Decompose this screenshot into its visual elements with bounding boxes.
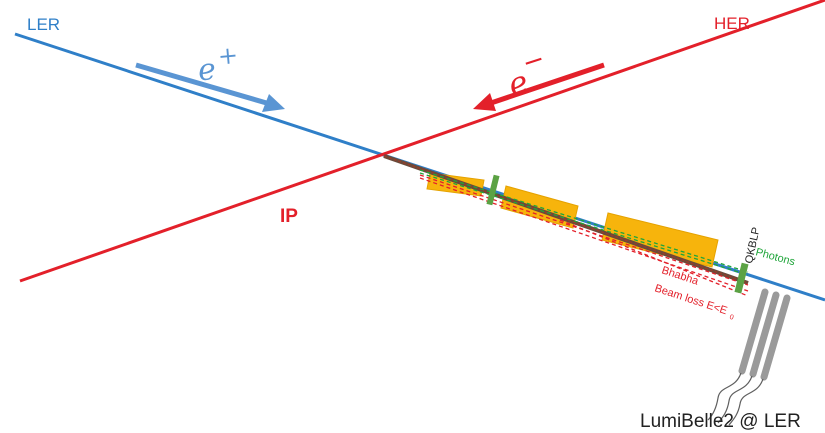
- bhabha-path-1: [419, 174, 749, 286]
- bhabha-path-2: [419, 177, 749, 292]
- photon-path-2: [419, 172, 749, 276]
- her-label: HER: [714, 14, 750, 33]
- beam-loss-sub-label: 0: [729, 314, 735, 322]
- positron-label: e: [197, 52, 218, 88]
- detector-cables: [707, 372, 764, 426]
- ip-label: IP: [280, 206, 298, 227]
- footer-label: LumiBelle2 @ LER: [640, 411, 801, 432]
- ler-label: LER: [27, 15, 60, 34]
- beam-loss-label: Beam loss E<E: [653, 282, 729, 317]
- positron-direction-arrow: [135, 62, 285, 112]
- detector-array: [738, 288, 791, 381]
- photon-path-1: [419, 169, 749, 273]
- outgoing-beam-core-highlight: [383, 155, 749, 284]
- collimator-1: [486, 174, 500, 206]
- her-beam-line: [19, 0, 825, 283]
- photons-label: Photons: [754, 246, 797, 268]
- positron-sup-label: +: [217, 41, 239, 71]
- beam-loss-label-group: Beam loss E<E 0: [653, 282, 735, 322]
- electron-direction-arrow: [473, 62, 605, 111]
- positron-label-group: e +: [197, 41, 240, 88]
- bhabha-path-3: [559, 219, 749, 297]
- collimator-qkblp: [734, 262, 749, 294]
